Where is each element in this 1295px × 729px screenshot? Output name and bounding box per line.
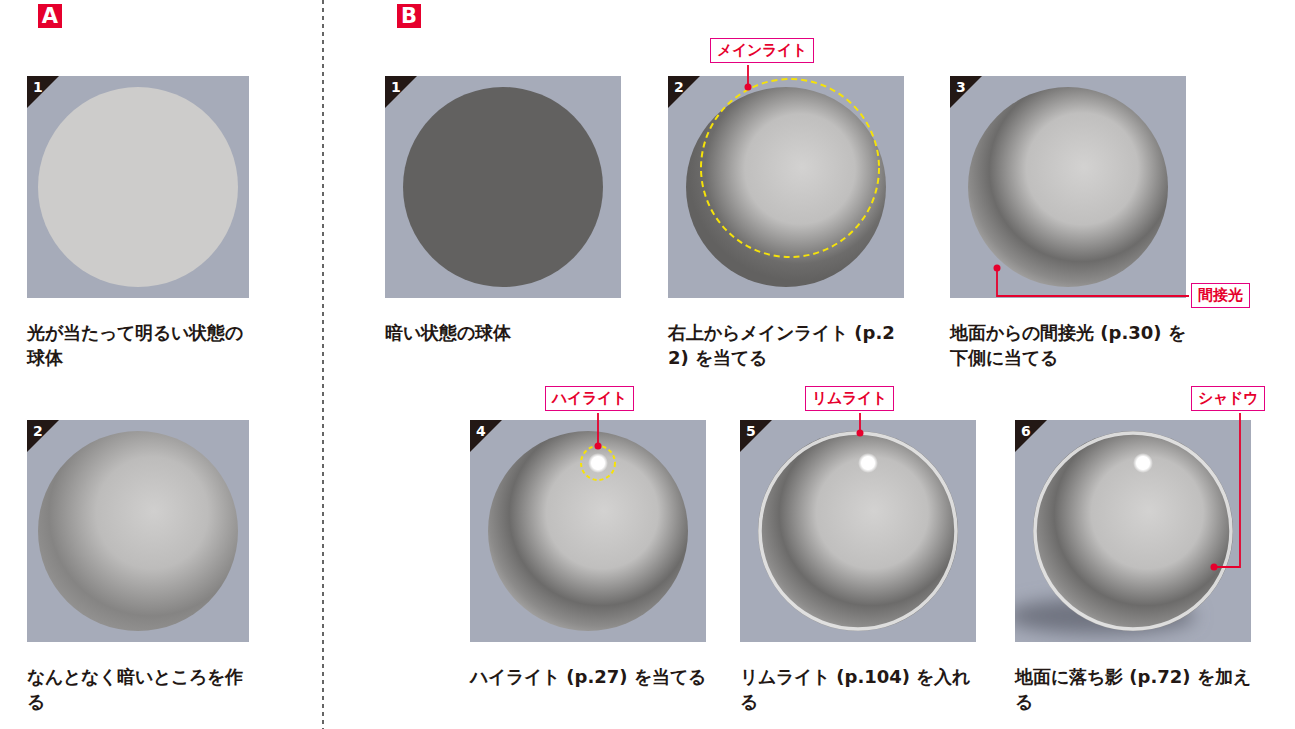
leader-line xyxy=(859,413,861,432)
step-number: 3 xyxy=(956,79,966,95)
callout-text: メインライト xyxy=(717,41,807,60)
callout-text: リムライト xyxy=(812,389,887,408)
step-corner xyxy=(950,76,982,108)
step-corner xyxy=(385,76,417,108)
callout-label: 間接光 xyxy=(1191,283,1250,308)
step-number: 1 xyxy=(391,79,401,95)
section-letter: B xyxy=(397,4,421,28)
step-corner xyxy=(1015,420,1047,452)
step-number: 2 xyxy=(33,423,43,439)
step-caption: ハイライト (p.27) を当てる xyxy=(470,664,714,689)
rim-light xyxy=(1035,433,1231,629)
step-corner xyxy=(470,420,502,452)
step-panel: 1光が当たって明るい状態の球体 xyxy=(27,76,249,370)
sphere xyxy=(38,431,238,631)
step-caption: なんとなく暗いところを作る xyxy=(27,664,257,714)
leader-dot xyxy=(1211,564,1218,571)
step-number: 4 xyxy=(476,423,486,439)
rim-light xyxy=(760,433,956,629)
step-caption: 暗い状態の球体 xyxy=(385,320,629,345)
panel-ground xyxy=(668,76,904,298)
step-caption: 右上からメインライト (p.22) を当てる xyxy=(668,320,912,370)
leader-dot xyxy=(595,443,602,450)
panel-ground xyxy=(385,76,621,298)
step-panel: 5リムライト (p.104) を入れる xyxy=(740,420,976,714)
step-panel: 4ハイライト (p.27) を当てる xyxy=(470,420,706,689)
highlight xyxy=(588,453,608,473)
callout-label: シャドウ xyxy=(1191,386,1265,411)
step-corner xyxy=(27,76,59,108)
sphere xyxy=(403,87,603,287)
callout-text: 間接光 xyxy=(1198,286,1243,305)
leader-line xyxy=(997,268,1189,296)
section-badge: A xyxy=(38,4,62,28)
step-corner xyxy=(27,420,59,452)
panel-ground xyxy=(27,76,249,298)
panel-ground xyxy=(740,420,976,642)
section-badge: B xyxy=(397,4,421,28)
sphere xyxy=(1033,431,1233,631)
callout-text: シャドウ xyxy=(1198,389,1258,408)
step-panel: 3地面からの間接光 (p.30) を下側に当てる xyxy=(950,76,1186,370)
leader-dot xyxy=(994,265,1001,272)
panel-ground xyxy=(950,76,1186,298)
highlight xyxy=(858,453,878,473)
step-number: 2 xyxy=(674,79,684,95)
sphere xyxy=(758,431,958,631)
step-caption: 光が当たって明るい状態の球体 xyxy=(27,320,257,370)
callout-label: ハイライト xyxy=(545,386,634,411)
sphere xyxy=(488,431,688,631)
leader-line xyxy=(747,65,749,86)
step-caption: 地面からの間接光 (p.30) を下側に当てる xyxy=(950,320,1194,370)
callout-label: リムライト xyxy=(805,386,894,411)
leader-dot xyxy=(857,430,864,437)
callout-label: メインライト xyxy=(710,38,814,63)
sphere xyxy=(968,87,1168,287)
callout-text: ハイライト xyxy=(552,389,627,408)
step-panel: 2右上からメインライト (p.22) を当てる xyxy=(668,76,904,370)
step-panel: 6地面に落ち影 (p.72) を加える xyxy=(1015,420,1251,714)
section-letter: A xyxy=(38,4,62,28)
panel-ground xyxy=(470,420,706,642)
step-panel: 1暗い状態の球体 xyxy=(385,76,621,345)
main-light-ring xyxy=(701,79,879,257)
leader-line xyxy=(1216,413,1240,567)
step-corner xyxy=(668,76,700,108)
step-number: 5 xyxy=(746,423,756,439)
step-number: 6 xyxy=(1021,423,1031,439)
highlight-ring xyxy=(581,446,615,480)
panel-ground xyxy=(27,420,249,642)
leader-dot xyxy=(745,84,752,91)
step-caption: 地面に落ち影 (p.72) を加える xyxy=(1015,664,1259,714)
sphere xyxy=(38,87,238,287)
step-number: 1 xyxy=(33,79,43,95)
step-panel: 2なんとなく暗いところを作る xyxy=(27,420,249,714)
divider-line xyxy=(322,0,324,729)
step-corner xyxy=(740,420,772,452)
step-caption: リムライト (p.104) を入れる xyxy=(740,664,984,714)
highlight xyxy=(1133,453,1153,473)
leader-line xyxy=(597,413,599,445)
